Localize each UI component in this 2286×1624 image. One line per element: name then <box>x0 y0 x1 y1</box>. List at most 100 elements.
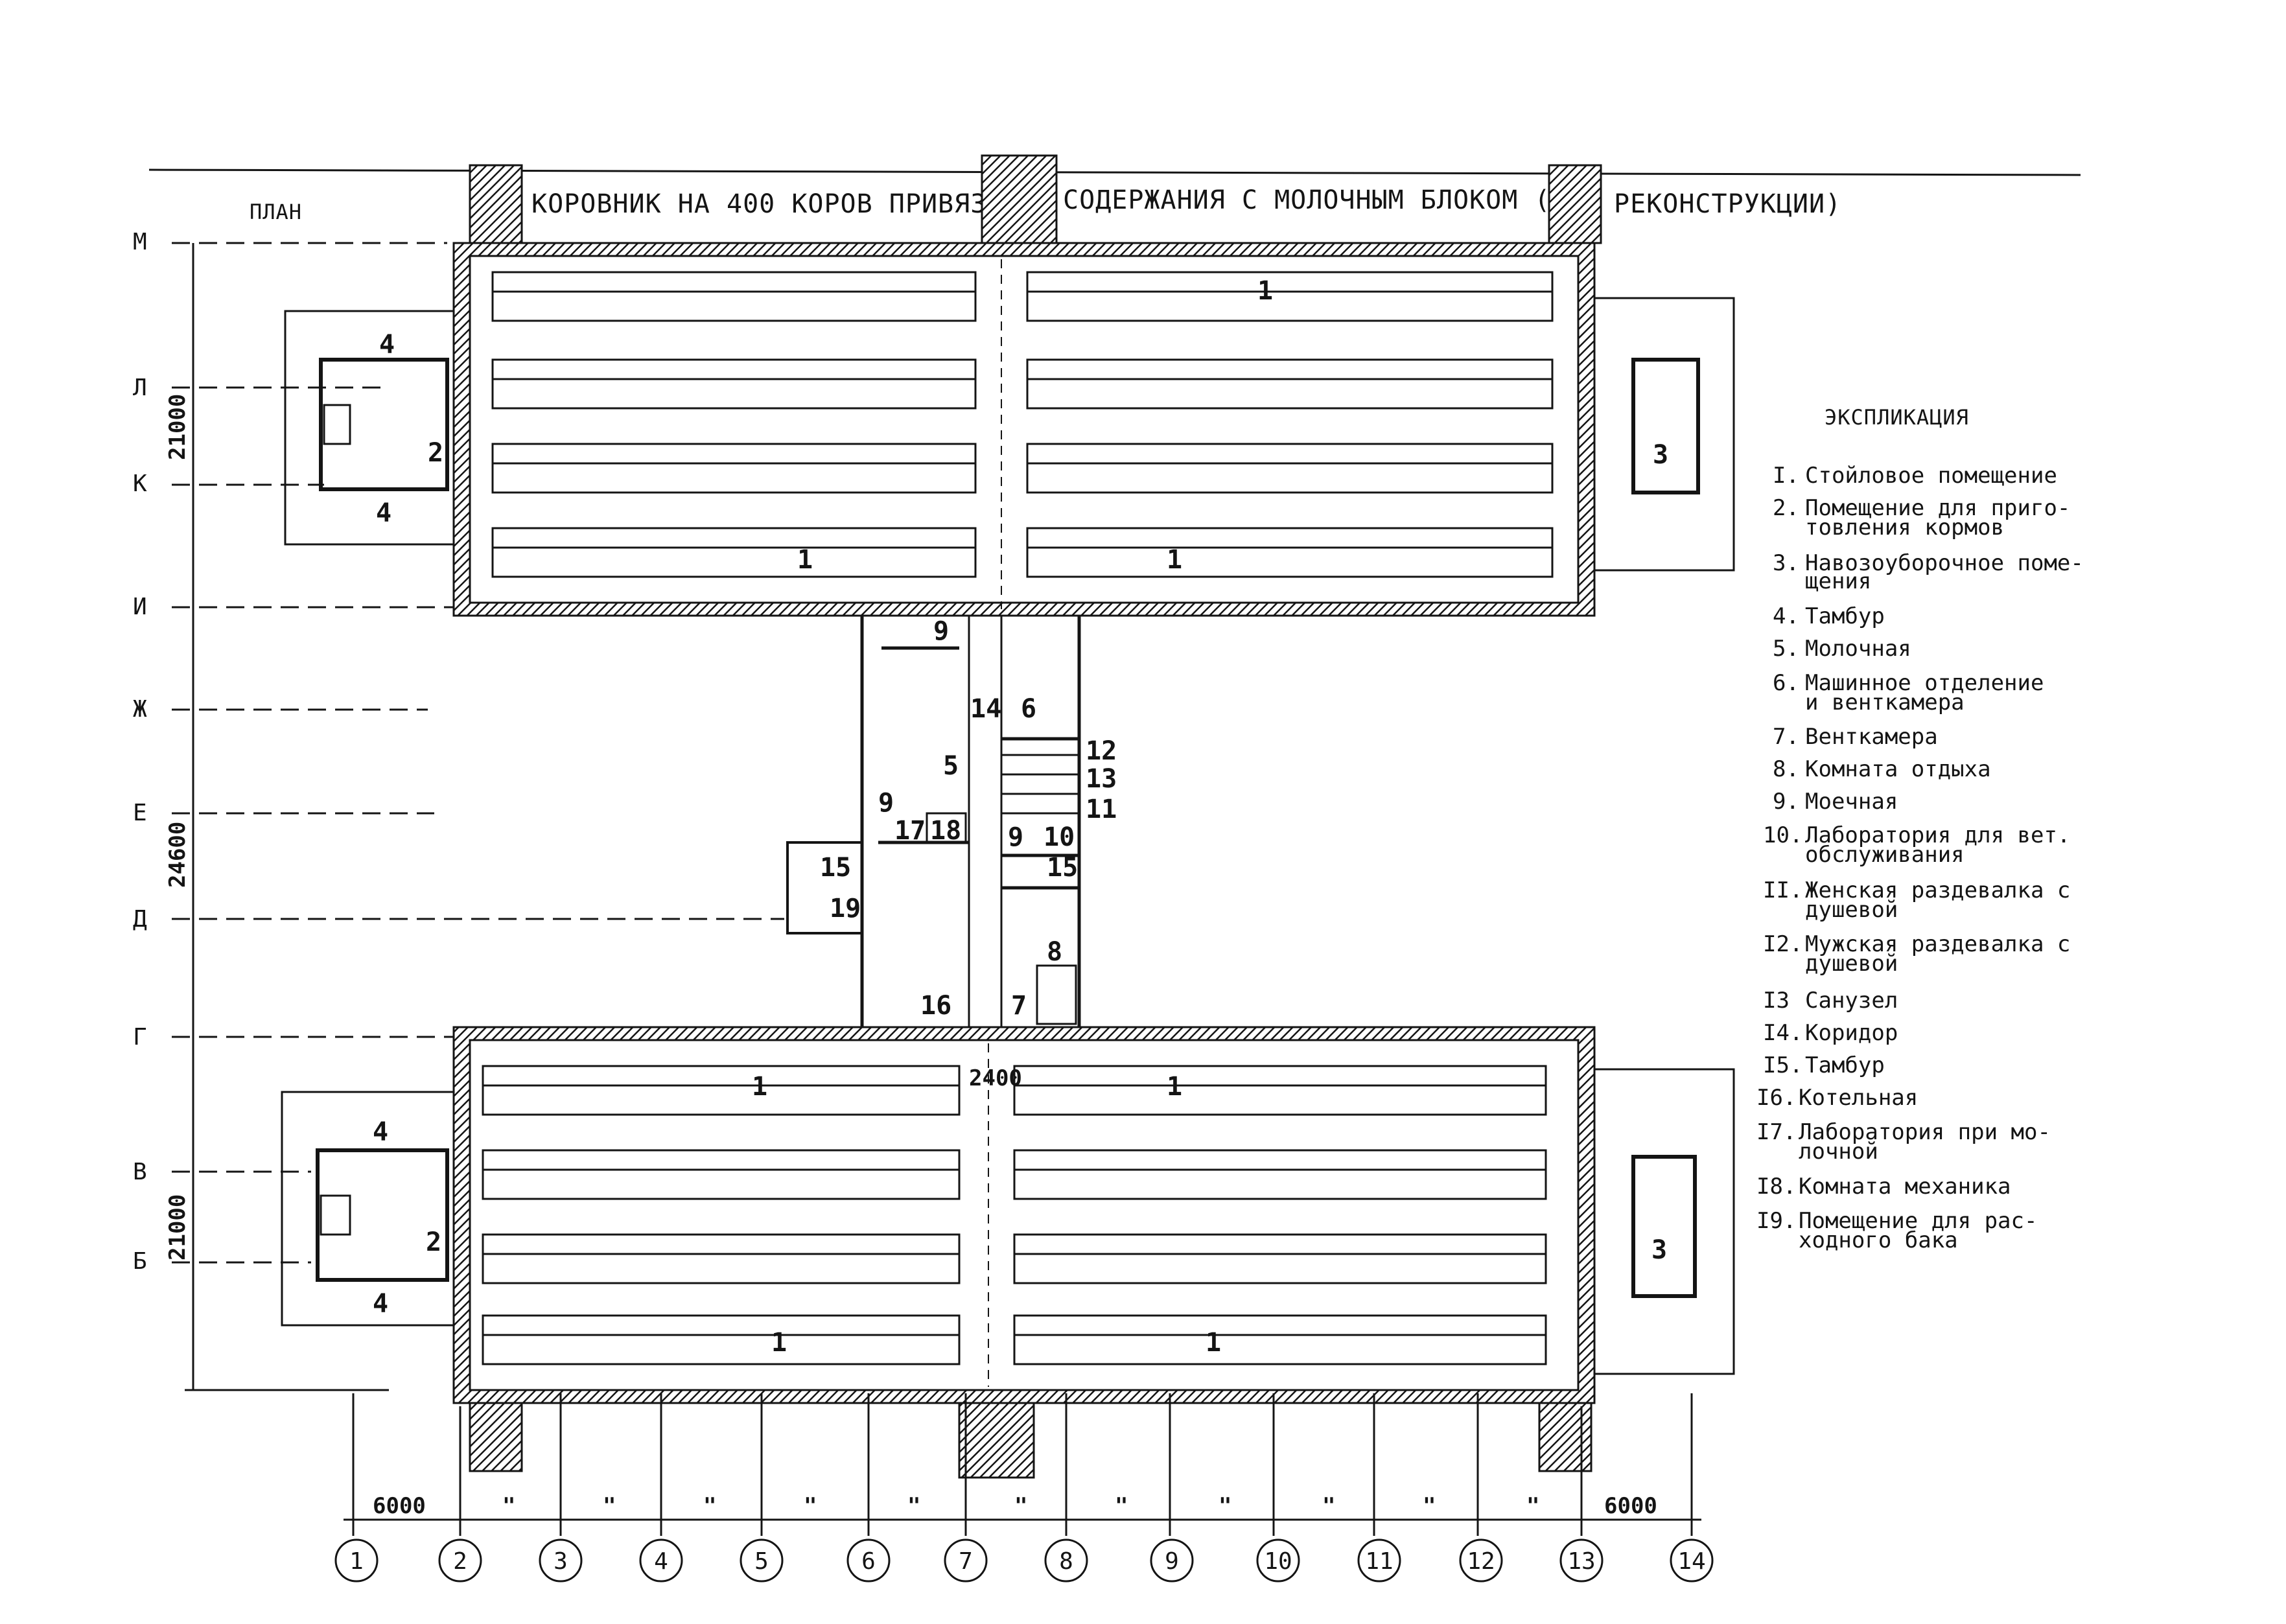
axis-number-7: 7 <box>959 1548 973 1575</box>
letter-axes <box>172 242 784 1391</box>
legend-num-13: I3 <box>1763 988 1790 1014</box>
legend-text-9: Моечная <box>1805 789 1898 815</box>
room-12: 12 <box>1086 736 1117 766</box>
legend-text-12b: душевой <box>1805 951 1898 977</box>
legend-text-3a: Навозоуборочное поме- <box>1805 550 2084 576</box>
legend-text-18: Комната механика <box>1799 1174 2011 1200</box>
bottom-barn-stall-rows <box>482 1065 1547 1365</box>
svg-text:": " <box>907 1493 920 1519</box>
axis-numbers: 1 2 3 4 5 6 7 8 9 10 11 12 13 14 <box>349 1548 1706 1575</box>
legend-text-11b: душевой <box>1805 897 1898 923</box>
room-1-bot-ne: 1 <box>1167 1072 1182 1102</box>
room-10: 10 <box>1044 822 1075 852</box>
room-1-top-sw: 1 <box>797 545 813 575</box>
axis-number-5: 5 <box>754 1548 769 1575</box>
room-3-top: 3 <box>1653 440 1668 470</box>
legend-text-13: Санузел <box>1805 988 1898 1014</box>
room-18: 18 <box>930 816 961 846</box>
legend-text-19b: ходного бака <box>1799 1227 1958 1253</box>
room-1-bot-se: 1 <box>1206 1328 1221 1358</box>
axis-label-m: М <box>133 229 147 255</box>
svg-text:": " <box>603 1493 616 1519</box>
svg-text:": " <box>1219 1493 1231 1519</box>
axis-number-11: 11 <box>1365 1548 1393 1575</box>
axis-number-10: 10 <box>1264 1548 1292 1575</box>
legend-num-14: I4. <box>1763 1020 1802 1046</box>
room-17: 17 <box>894 816 926 846</box>
dim-mid-height: 24600 <box>165 822 191 888</box>
dim-corridor: 2400 <box>969 1065 1022 1091</box>
legend-text-6a: Машинное отделение <box>1805 670 2044 696</box>
legend-text-2b: товления кормов <box>1805 515 2004 540</box>
room-16: 16 <box>920 991 951 1021</box>
legend-text-10b: обслуживания <box>1805 842 1965 868</box>
svg-text:": " <box>502 1493 515 1519</box>
legend-num-19: I9. <box>1756 1208 1796 1234</box>
legend-num-3: 3. <box>1773 550 1799 576</box>
svg-text:": " <box>1115 1493 1128 1519</box>
room-13: 13 <box>1086 764 1117 794</box>
svg-text:": " <box>1423 1493 1436 1519</box>
axis-label-i: И <box>133 594 147 620</box>
room-4-top-n: 4 <box>379 330 395 360</box>
legend: ЭКСПЛИКАЦИЯ I. Стойловое помещение 2. По… <box>1756 405 2084 1253</box>
room-2-bot: 2 <box>426 1227 441 1257</box>
room-1-top-ne: 1 <box>1257 276 1273 306</box>
room-6: 6 <box>1021 694 1036 724</box>
dim-bay-left: 6000 <box>373 1493 426 1519</box>
room-19: 19 <box>830 894 861 923</box>
svg-text:": " <box>1322 1493 1335 1519</box>
legend-text-4: Тамбур <box>1805 603 1885 629</box>
milking-block <box>786 616 1081 1027</box>
room-5: 5 <box>943 751 959 781</box>
legend-num-6: 6. <box>1773 670 1799 696</box>
legend-title: ЭКСПЛИКАЦИЯ <box>1825 405 1969 430</box>
legend-num-15: I5. <box>1763 1052 1802 1078</box>
axis-label-d: Д <box>133 906 147 933</box>
room-15-a: 15 <box>820 853 851 883</box>
dim-bot-height: 21000 <box>165 1194 191 1260</box>
room-9-c: 9 <box>1008 822 1023 852</box>
legend-text-16: Котельная <box>1799 1085 1918 1111</box>
legend-num-8: 8. <box>1773 756 1799 782</box>
legend-num-10: 10. <box>1763 822 1802 848</box>
legend-num-9: 9. <box>1773 789 1799 815</box>
legend-num-7: 7. <box>1773 724 1799 750</box>
room-2-top: 2 <box>428 438 443 468</box>
legend-text-11a: Женская раздевалка с <box>1805 877 2070 903</box>
plan-label: ПЛАН <box>250 200 302 224</box>
svg-text:": " <box>703 1493 716 1519</box>
axis-number-9: 9 <box>1165 1548 1179 1575</box>
room-numbers: 1 1 1 1 1 1 1 2 2 3 3 4 4 4 4 5 6 7 8 9 … <box>373 276 1668 1358</box>
legend-text-17b: лочной <box>1799 1139 1878 1165</box>
room-8: 8 <box>1047 937 1062 967</box>
legend-text-2a: Помещение для приго- <box>1805 495 2070 521</box>
room-1-bot-sw: 1 <box>771 1328 787 1358</box>
room-4-bot-n: 4 <box>373 1117 388 1147</box>
svg-text:": " <box>804 1493 817 1519</box>
number-axes <box>334 1393 1714 1583</box>
bottom-barn <box>281 1026 1735 1479</box>
svg-text:": " <box>1526 1493 1539 1519</box>
axis-number-6: 6 <box>861 1548 876 1575</box>
dim-top-height: 21000 <box>165 394 191 460</box>
top-barn <box>284 154 1735 617</box>
axis-number-4: 4 <box>654 1548 668 1575</box>
legend-text-3b: щения <box>1805 568 1871 594</box>
legend-text-17a: Лаборатория при мо- <box>1799 1119 2051 1145</box>
title-rule <box>148 168 2081 176</box>
legend-text-8: Комната отдыха <box>1805 756 1991 782</box>
room-1-top-se: 1 <box>1167 545 1182 575</box>
legend-num-12: I2. <box>1763 931 1802 957</box>
title-mid: СОДЕРЖАНИЯ С МОЛОЧНЫМ БЛОКОМ (ДО <box>1063 185 1583 215</box>
room-14: 14 <box>970 694 1001 724</box>
top-barn-stall-rows <box>491 271 1554 578</box>
axis-label-k: К <box>133 470 147 497</box>
axis-label-v: В <box>133 1159 147 1185</box>
room-1-bot-nw: 1 <box>752 1072 767 1102</box>
legend-num-4: 4. <box>1773 603 1799 629</box>
legend-text-14: Коридор <box>1805 1020 1898 1046</box>
title-left: КОРОВНИК НА 400 КОРОВ ПРИВЯЗНОГО <box>531 189 1052 219</box>
legend-num-5: 5. <box>1773 636 1799 662</box>
